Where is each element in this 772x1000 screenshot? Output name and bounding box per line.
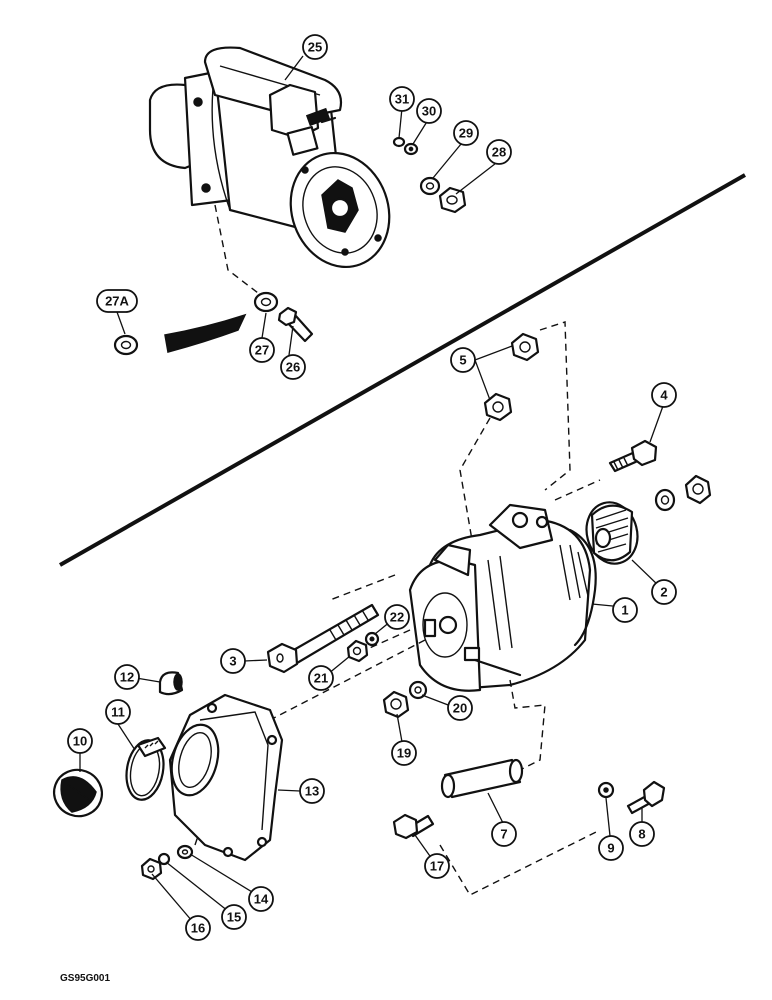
svg-text:28: 28 xyxy=(492,145,506,160)
svg-text:1: 1 xyxy=(621,603,628,618)
callout-19: 19 xyxy=(391,740,417,766)
callout-12: 12 xyxy=(114,664,140,690)
washer-27 xyxy=(253,291,279,313)
callout-13: 13 xyxy=(299,778,325,804)
starter-motor xyxy=(148,46,391,269)
callout-26: 26 xyxy=(280,354,306,380)
dashed-guide xyxy=(269,639,426,721)
callout-21: 21 xyxy=(308,665,334,691)
washer-29 xyxy=(419,176,441,196)
svg-text:13: 13 xyxy=(305,784,319,799)
callout-11: 11 xyxy=(105,699,131,725)
nut-31 xyxy=(392,136,406,148)
callout-1: 1 xyxy=(612,597,638,623)
dashed-guide xyxy=(539,321,571,491)
callout-5: 5 xyxy=(450,347,476,373)
pulley-nut xyxy=(684,474,712,505)
callout-28: 28 xyxy=(486,139,512,165)
washer-15 xyxy=(157,852,171,866)
bolt-17 xyxy=(392,813,435,840)
svg-text:19: 19 xyxy=(397,746,411,761)
svg-text:4: 4 xyxy=(660,388,668,403)
hose-clamp xyxy=(125,736,167,801)
washer-20 xyxy=(408,680,428,700)
washer-30 xyxy=(403,142,419,156)
svg-text:25: 25 xyxy=(308,40,322,55)
washer-27a xyxy=(113,334,139,356)
svg-text:7: 7 xyxy=(500,827,507,842)
svg-text:15: 15 xyxy=(227,910,241,925)
svg-text:5: 5 xyxy=(459,353,466,368)
callout-10: 10 xyxy=(67,728,93,754)
callout-14: 14 xyxy=(248,886,274,912)
air-duct-cover xyxy=(168,693,284,862)
svg-text:3: 3 xyxy=(229,654,236,669)
bolt-3 xyxy=(266,603,380,674)
replace-arrow xyxy=(164,313,247,353)
spacer xyxy=(654,488,676,512)
svg-text:12: 12 xyxy=(120,670,134,685)
svg-text:8: 8 xyxy=(638,827,645,842)
dashed-guide xyxy=(439,829,601,896)
callout-15: 15 xyxy=(221,904,247,930)
drawing-code: GS95G001 xyxy=(60,973,110,984)
nut-16 xyxy=(140,857,163,881)
dashed-guide xyxy=(554,479,601,501)
svg-text:31: 31 xyxy=(395,92,409,107)
callout-31: 31 xyxy=(389,86,415,112)
callout-30: 30 xyxy=(416,98,442,124)
svg-text:20: 20 xyxy=(453,701,467,716)
svg-text:14: 14 xyxy=(254,892,269,907)
bolt-26 xyxy=(277,306,314,343)
svg-text:16: 16 xyxy=(191,921,205,936)
callout-27: 27 xyxy=(249,337,275,363)
callout-8: 8 xyxy=(629,821,655,847)
callout-9: 9 xyxy=(598,835,624,861)
nut-21 xyxy=(346,639,369,663)
svg-text:30: 30 xyxy=(422,104,436,119)
callout-2: 2 xyxy=(651,579,677,605)
callout-17: 17 xyxy=(424,853,450,879)
svg-text:22: 22 xyxy=(390,610,404,625)
washer-14 xyxy=(176,844,194,860)
svg-text:27: 27 xyxy=(255,343,269,358)
end-cap xyxy=(53,768,103,818)
nut-28 xyxy=(438,186,467,214)
bolt-8 xyxy=(626,780,666,815)
svg-text:21: 21 xyxy=(314,671,328,686)
spacer-tube xyxy=(440,758,524,799)
callout-27a: 27A xyxy=(96,289,138,313)
dashed-guide xyxy=(509,679,546,771)
dashed-guide xyxy=(459,417,491,541)
callout-22: 22 xyxy=(384,604,410,630)
svg-text:2: 2 xyxy=(660,585,667,600)
svg-text:26: 26 xyxy=(286,360,300,375)
svg-text:9: 9 xyxy=(607,841,614,856)
callout-3: 3 xyxy=(220,648,246,674)
nut-5-lower xyxy=(483,392,513,422)
dashed-guide xyxy=(329,574,411,651)
bolt-4 xyxy=(608,439,658,473)
svg-text:11: 11 xyxy=(111,705,125,720)
divider-line xyxy=(59,173,746,567)
callout-25: 25 xyxy=(302,34,328,60)
svg-text:10: 10 xyxy=(73,734,87,749)
callout-7: 7 xyxy=(491,821,517,847)
nut-5-upper xyxy=(510,332,540,362)
alternator xyxy=(408,503,597,692)
pulley xyxy=(585,501,639,565)
callout-16: 16 xyxy=(185,915,211,941)
svg-text:29: 29 xyxy=(459,126,473,141)
svg-text:17: 17 xyxy=(430,859,444,874)
callout-20: 20 xyxy=(447,695,473,721)
callout-4: 4 xyxy=(651,382,677,408)
nut-19 xyxy=(382,690,410,719)
dashed-guide xyxy=(214,204,263,297)
grommet xyxy=(158,671,184,696)
callout-29: 29 xyxy=(453,120,479,146)
svg-text:27A: 27A xyxy=(105,294,129,309)
